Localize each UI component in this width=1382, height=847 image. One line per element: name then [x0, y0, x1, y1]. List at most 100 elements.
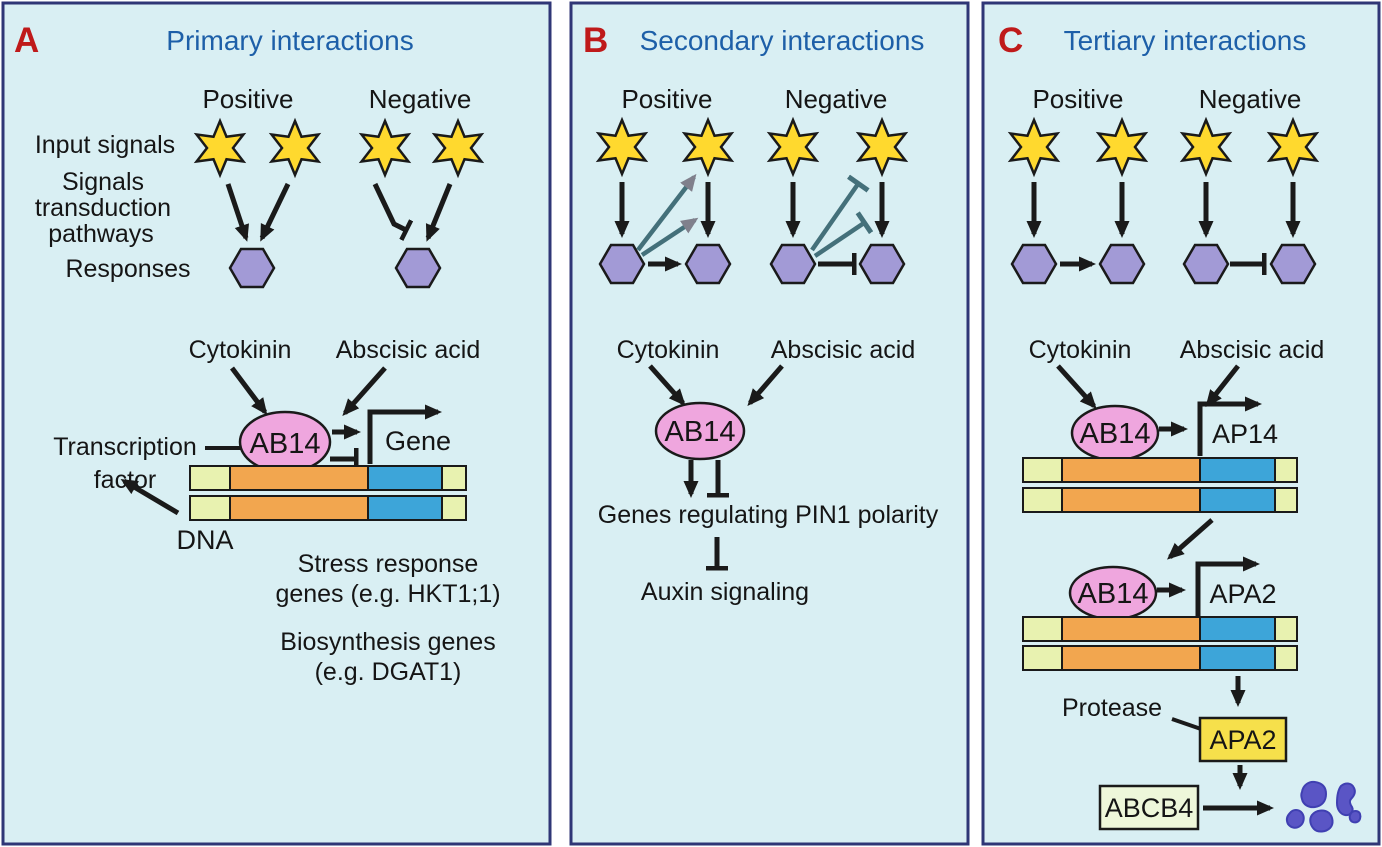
- dna-segment-blue: [1199, 645, 1276, 671]
- dna-segment-blue: [1199, 616, 1276, 642]
- dna-to-tf-arrow: [120, 478, 180, 516]
- dna-segment-green: [1022, 645, 1063, 671]
- stress-response-note-line1: Stress response: [298, 550, 479, 578]
- dna-segment-green: [441, 465, 467, 491]
- blob: [1348, 809, 1362, 824]
- dna-segment-green: [441, 495, 467, 521]
- auxin-signaling-label: Auxin signaling: [641, 578, 809, 606]
- ab14-protein-label: AB14: [250, 428, 321, 460]
- panel-c-letter: C: [998, 21, 1023, 60]
- positive-label: Positive: [202, 84, 293, 114]
- pathway-label-line2: transduction: [35, 194, 171, 222]
- dna-segment-blue: [1199, 457, 1276, 483]
- stress-response-note-line2: genes (e.g. HKT1;1): [275, 580, 500, 608]
- cytokinin-arrow: [648, 364, 686, 406]
- apa2-protein-label: APA2: [1209, 725, 1276, 755]
- positive-label: Positive: [621, 84, 712, 114]
- negative-label: Negative: [785, 84, 888, 114]
- dna-strand-top: [189, 465, 467, 491]
- signal-arrow: [425, 183, 453, 242]
- abscisic-acid-label: Abscisic acid: [1180, 336, 1325, 364]
- dna-segment-green: [1274, 645, 1298, 671]
- apa2-gene-label: APA2: [1209, 579, 1276, 609]
- apa2-protein-box: [1198, 716, 1288, 763]
- response-hexagon: [858, 243, 906, 285]
- panel-primary-interactions: A Primary interactions Positive Negative…: [1, 1, 552, 846]
- feedback-activation-arrow: [640, 217, 699, 257]
- promoter-arrow: [1197, 396, 1262, 456]
- cytokinin-label: Cytokinin: [189, 336, 292, 364]
- dna-segment-green: [1274, 457, 1298, 483]
- dna-segment-blue: [1199, 487, 1276, 513]
- abscisic-acid-label: Abscisic acid: [336, 336, 481, 364]
- panel-secondary-interactions: B Secondary interactions Positive Negati…: [569, 1, 970, 846]
- negative-label: Negative: [1199, 84, 1302, 114]
- dna-segment-orange: [229, 495, 369, 521]
- ab14-protein-ellipse: [654, 401, 746, 461]
- gene-label: Gene: [385, 426, 451, 456]
- ab14-protein-label: AB14: [1078, 578, 1149, 610]
- dna-strand-bottom: [1022, 645, 1298, 671]
- dna-segment-orange: [1061, 457, 1201, 483]
- dna-segment-green: [1022, 616, 1063, 642]
- response-hexagon: [1182, 243, 1230, 285]
- biosynthesis-note-line2: (e.g. DGAT1): [315, 658, 462, 686]
- dna-segment-green: [1022, 487, 1063, 513]
- panel-c-title: Tertiary interactions: [1064, 25, 1307, 56]
- abcb4-transporter-box: [1098, 784, 1200, 831]
- biosynthesis-note-line1: Biosynthesis genes: [280, 628, 495, 656]
- response-hexagon: [1098, 243, 1146, 285]
- lipid-blobs: [1285, 780, 1362, 833]
- abscisic-arrow: [1205, 364, 1240, 408]
- dna-segment-orange: [1061, 487, 1201, 513]
- response-hexagon: [684, 243, 732, 285]
- transcription-factor-label-line1: Transcription: [53, 433, 197, 461]
- response-hexagon: [394, 247, 442, 289]
- blob: [1300, 780, 1328, 809]
- response-hexagon: [598, 243, 646, 285]
- pathway-label-line3: pathways: [48, 220, 154, 248]
- response-hexagon: [1269, 243, 1317, 285]
- positive-label: Positive: [1032, 84, 1123, 114]
- dna-segment-green: [1274, 616, 1298, 642]
- dna-segment-orange: [1061, 645, 1201, 671]
- dna-segment-green: [189, 465, 231, 491]
- panel-b-letter: B: [583, 21, 608, 60]
- signal-arrow: [259, 182, 291, 242]
- panel-c-frame: [981, 1, 1381, 846]
- ab14-protein-label: AB14: [665, 416, 736, 448]
- dna-segment-orange: [229, 465, 369, 491]
- cytokinin-arrow: [230, 366, 268, 416]
- blob: [1285, 809, 1305, 829]
- response-hexagon: [1010, 243, 1058, 285]
- input-signals-label: Input signals: [35, 131, 175, 159]
- cytokinin-label: Cytokinin: [1029, 336, 1132, 364]
- dna-segment-green: [1022, 457, 1063, 483]
- dna-segment-blue: [367, 495, 443, 521]
- responses-label: Responses: [65, 255, 190, 283]
- dna-strand-bottom: [189, 495, 467, 521]
- panel-a-letter: A: [14, 21, 39, 60]
- abscisic-arrow: [747, 364, 784, 407]
- dna-strand-top: [1022, 457, 1298, 483]
- cytokinin-arrow: [1056, 364, 1097, 409]
- panel-tertiary-interactions: C Tertiary interactions Positive Negativ…: [981, 1, 1381, 846]
- feedback-inhibition-bar: [813, 211, 874, 258]
- abcb4-transporter-label: ABCB4: [1105, 793, 1194, 823]
- dna-segment-green: [1274, 487, 1298, 513]
- signal-arrow: [225, 183, 250, 242]
- dna-segment-orange: [1061, 616, 1201, 642]
- response-hexagon: [228, 247, 276, 289]
- panel-b-title: Secondary interactions: [640, 25, 925, 56]
- dna-label: DNA: [176, 525, 233, 555]
- pathway-label-line1: Signals: [62, 168, 144, 196]
- blob: [1335, 782, 1356, 817]
- abscisic-acid-label: Abscisic acid: [771, 336, 916, 364]
- negative-label: Negative: [369, 84, 472, 114]
- panel-a-title: Primary interactions: [166, 25, 413, 56]
- ab14-protein-label: AB14: [1080, 418, 1151, 450]
- signal-inhibition-bar: [372, 182, 414, 241]
- cascade-arrow: [1166, 518, 1214, 560]
